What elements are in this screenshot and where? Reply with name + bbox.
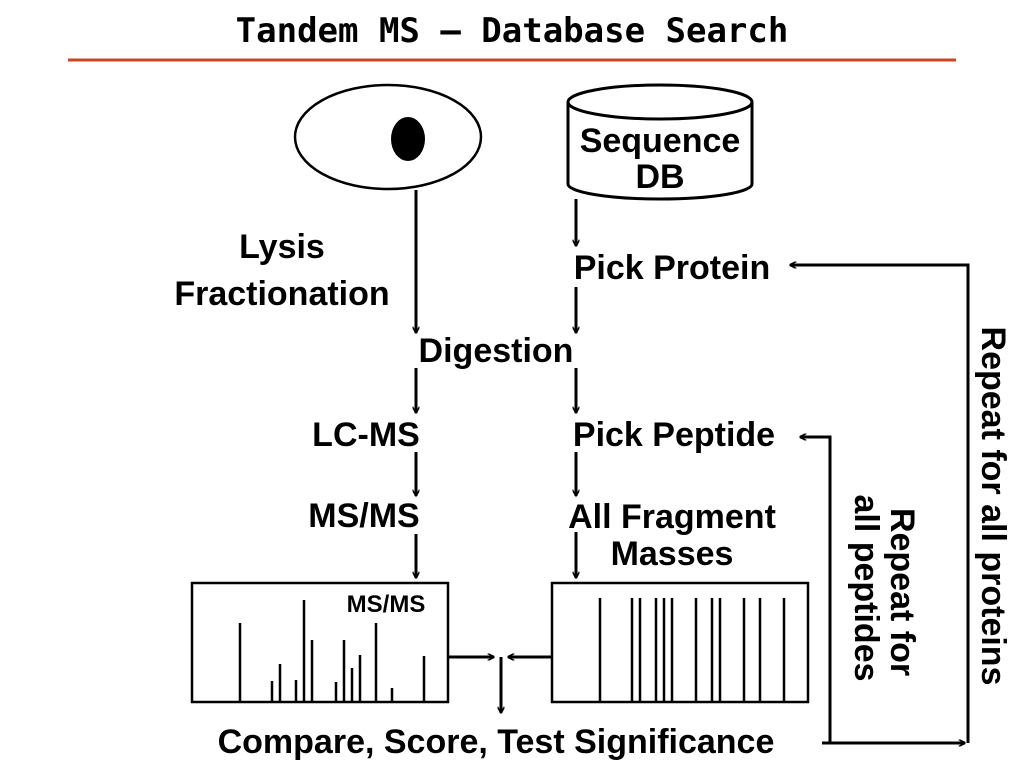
- db-label-line1: Sequence: [580, 122, 741, 160]
- db-label-line2: DB: [635, 158, 684, 196]
- cell-icon: [293, 83, 483, 191]
- experimental-spectrum-peaks: [238, 600, 426, 702]
- fragment-label-line2: Masses: [611, 535, 734, 573]
- theoretical-spectrum-box: [550, 581, 810, 704]
- msms-label: MS/MS: [308, 497, 419, 535]
- fractionation-label: Fractionation: [174, 275, 389, 313]
- digestion-label: Digestion: [419, 332, 574, 370]
- repeat-proteins-label: Repeat for all proteins: [974, 327, 1012, 686]
- page-title: Tandem MS – Database Search: [236, 11, 789, 51]
- theoretical-spectrum-peaks: [598, 598, 786, 702]
- lcms-label: LC-MS: [312, 416, 420, 454]
- database-icon: [566, 83, 754, 201]
- pick-protein-label: Pick Protein: [574, 249, 771, 287]
- lysis-label: Lysis: [239, 228, 325, 266]
- loop-repeat-proteins: [790, 265, 970, 743]
- spectrum-label: MS/MS: [347, 591, 426, 618]
- fragment-label-line1: All Fragment: [568, 498, 776, 536]
- pick-peptide-label: Pick Peptide: [573, 416, 775, 454]
- compare-label: Compare, Score, Test Significance: [218, 723, 775, 761]
- repeat-peptides-line2: all peptides: [847, 494, 885, 681]
- experimental-spectrum-box: [190, 581, 450, 704]
- repeat-peptides-line1: Repeat for: [883, 508, 921, 676]
